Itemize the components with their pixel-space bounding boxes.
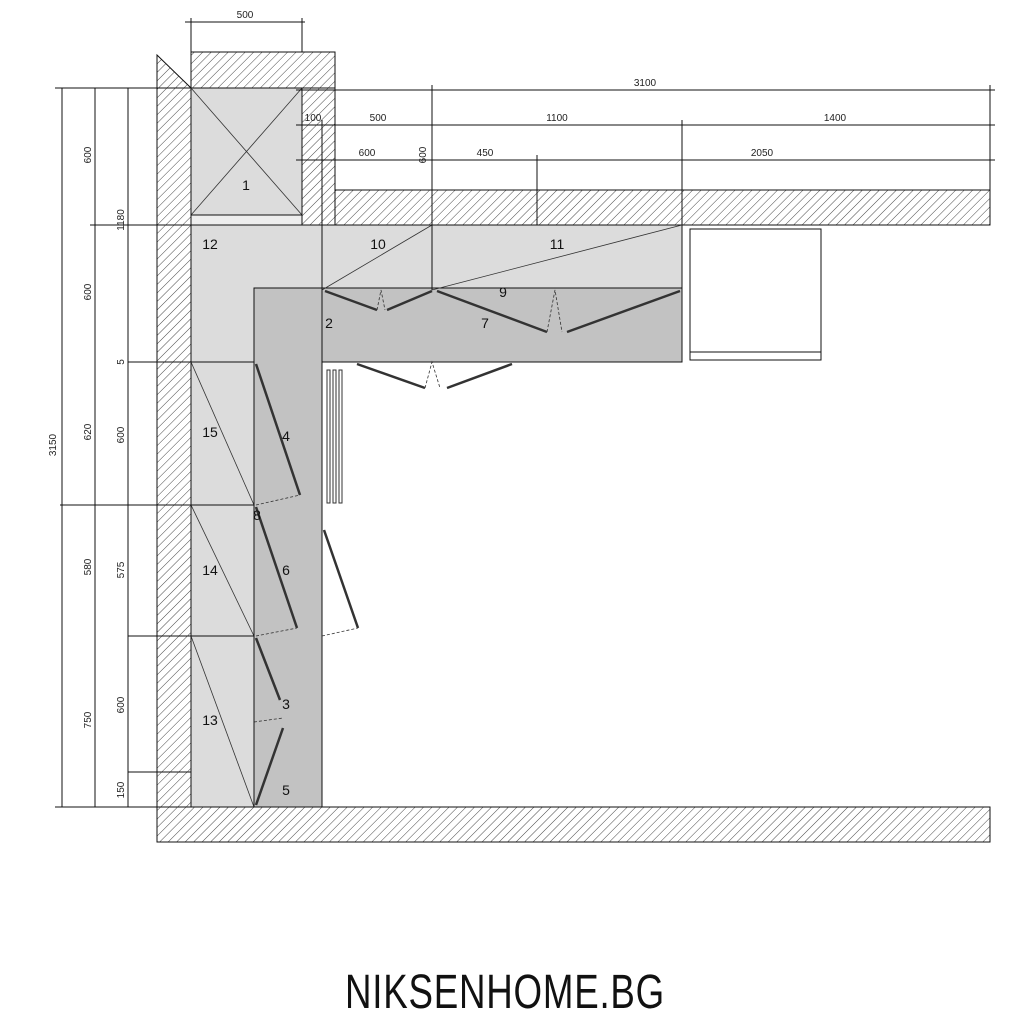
- left-dimensions: 3150 600 600 620 580 750 1180 5 600 575 …: [48, 87, 191, 808]
- cabinet-label-2: 2: [325, 315, 333, 331]
- dim-left-inner: 150: [116, 781, 127, 798]
- dim-left-inner: 575: [116, 561, 127, 578]
- cabinet-label-4: 4: [282, 428, 290, 444]
- dim-row2: 600: [359, 148, 376, 159]
- dim-row2: 2050: [751, 148, 774, 159]
- door-swings: [60, 289, 681, 807]
- dim-left-inner: 5: [116, 359, 127, 365]
- dim-overall-height: 3150: [48, 433, 59, 456]
- cabinet-label-13: 13: [202, 712, 218, 728]
- bottom-wall: [156, 806, 991, 843]
- cabinet-labels: 1 2 3 4 5 6 7 8 9 10 11 12 13 14 15: [202, 177, 564, 798]
- dim-left-outer: 620: [83, 423, 94, 440]
- dim-row2: 450: [477, 148, 494, 159]
- niche-right-wall: [301, 87, 336, 226]
- cabinet-label-10: 10: [370, 236, 386, 252]
- cabinet-diagonals: [190, 224, 683, 808]
- tall-unit-1: [190, 87, 303, 226]
- top-wall: [334, 189, 991, 226]
- dim-row1: 1400: [824, 113, 847, 124]
- dim-left-outer: 600: [83, 146, 94, 163]
- left-wall: [156, 53, 192, 808]
- cabinet-label-6: 6: [282, 562, 290, 578]
- fridge: [689, 228, 822, 361]
- dim-corner-depth: 600: [418, 146, 429, 163]
- dim-left-inner: 600: [116, 696, 127, 713]
- cabinet-label-12: 12: [202, 236, 218, 252]
- cabinet-label-1: 1: [242, 177, 250, 193]
- cabinet-label-9: 9: [499, 284, 507, 300]
- dim-unit1-width: 500: [237, 10, 254, 21]
- top-dimensions: 500 3100 100 500 1100 1400 600 450 2050 …: [185, 10, 995, 290]
- dim-left-inner: 600: [116, 426, 127, 443]
- brand-watermark: NIKSENHOME.BG: [345, 966, 665, 1019]
- cabinet-label-8: 8: [253, 507, 261, 523]
- dim-row1: 1100: [546, 113, 568, 124]
- cabinet-label-3: 3: [282, 696, 290, 712]
- dim-left-inner: 1180: [116, 209, 127, 231]
- cabinet-label-15: 15: [202, 424, 218, 440]
- dim-left-outer: 750: [83, 711, 94, 728]
- cabinet-label-14: 14: [202, 562, 218, 578]
- walls: [156, 51, 991, 843]
- dim-left-outer: 600: [83, 283, 94, 300]
- dim-left-outer: 580: [83, 558, 94, 575]
- cabinet-label-5: 5: [282, 782, 290, 798]
- top-niche-wall: [190, 51, 336, 89]
- dim-overall-width: 3100: [634, 78, 657, 89]
- cabinet-label-11: 11: [550, 236, 565, 252]
- dim-row1: 100: [305, 113, 322, 124]
- cabinet-label-7: 7: [481, 315, 489, 331]
- dim-row1: 500: [370, 113, 387, 124]
